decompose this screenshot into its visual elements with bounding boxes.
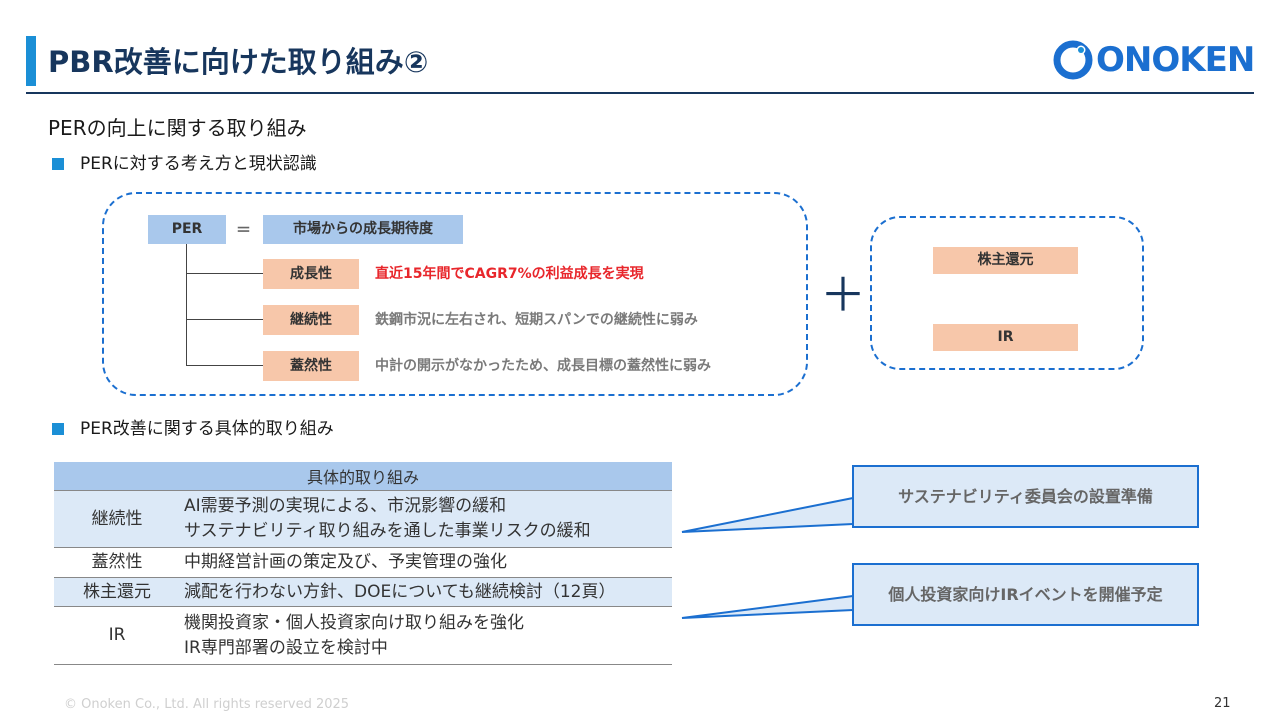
bullet-square-icon: [52, 423, 64, 435]
factor-label-probability: 蓋然性: [263, 351, 359, 381]
row-category: IR: [54, 606, 180, 665]
factor-text-probability: 中計の開示がなかったため、成長目標の蓋然性に弱み: [375, 358, 711, 374]
row-line: サステナビリティ取り組みを通した事業リスクの緩和: [184, 521, 591, 541]
bullet-square-icon: [52, 158, 64, 170]
row-category: 株主還元: [54, 577, 180, 607]
page-number: 21: [1214, 696, 1231, 711]
table-row: 継続性 AI需要予測の実現による、市況影響の緩和 サステナビリティ取り組みを通し…: [54, 490, 672, 548]
company-logo: ONOKEN: [1052, 38, 1255, 82]
tree-trunk-line: [186, 244, 187, 365]
row-description: 機関投資家・個人投資家向け取り組みを強化 IR専門部署の設立を検討中: [180, 606, 672, 665]
callout-ir-event: 個人投資家向けIRイベントを開催予定: [852, 563, 1199, 626]
header-divider: [26, 92, 1254, 94]
row-line: IR専門部署の設立を検討中: [184, 637, 388, 658]
row-line: 機関投資家・個人投資家向け取り組みを強化: [184, 612, 524, 633]
table-row: 株主還元 減配を行わない方針、DOEについても継続検討（12頁）: [54, 577, 672, 607]
logo-wordmark: ONOKEN: [1096, 40, 1255, 80]
tree-branch-growth: [186, 273, 263, 274]
row-description: AI需要予測の実現による、市況影響の緩和 サステナビリティ取り組みを通した事業リ…: [180, 490, 672, 548]
callout-pointer-1: [681, 497, 854, 533]
row-line: AI需要予測の実現による、市況影響の緩和: [184, 496, 507, 516]
initiatives-table: 具体的取り組み 継続性 AI需要予測の実現による、市況影響の緩和 サステナビリテ…: [54, 462, 672, 665]
factor-label-continuity: 継続性: [263, 305, 359, 335]
title-accent-bar: [26, 36, 36, 86]
copyright-text: © Onoken Co., Ltd. All rights reserved 2…: [64, 697, 350, 712]
logo-mark-icon: [1053, 40, 1093, 80]
factor-text-continuity: 鉄鋼市況に左右され、短期スパンでの継続性に弱み: [375, 312, 698, 328]
section1-heading: PERに対する考え方と現状認識: [80, 154, 317, 174]
row-description: 減配を行わない方針、DOEについても継続検討（12頁）: [180, 577, 672, 607]
table-header: 具体的取り組み: [54, 462, 672, 491]
row-category: 蓋然性: [54, 547, 180, 578]
per-label-box: PER: [148, 215, 226, 244]
additional-factors-box: [870, 216, 1144, 370]
table-header-row: 具体的取り組み: [54, 462, 672, 491]
section2-heading: PER改善に関する具体的取り組み: [80, 419, 334, 439]
row-description: 中期経営計画の策定及び、予実管理の強化: [180, 547, 672, 578]
page-title: PBR改善に向けた取り組み②: [48, 45, 429, 79]
row-category: 継続性: [54, 490, 180, 548]
section-subtitle: PERの向上に関する取り組み: [48, 116, 307, 140]
factor-text-growth: 直近15年間でCAGR7%の利益成長を実現: [375, 266, 644, 282]
tree-branch-continuity: [186, 319, 263, 320]
callout-pointer-2: [681, 595, 854, 619]
table-row: 蓋然性 中期経営計画の策定及び、予実管理の強化: [54, 547, 672, 578]
ir-box: IR: [933, 324, 1078, 351]
market-expectation-box: 市場からの成長期待度: [263, 215, 463, 244]
callout-sustainability: サステナビリティ委員会の設置準備: [852, 465, 1199, 528]
shareholder-return-box: 株主還元: [933, 247, 1078, 274]
equals-sign: ＝: [236, 221, 252, 239]
per-concept-box: [102, 192, 808, 396]
table-row: IR 機関投資家・個人投資家向け取り組みを強化 IR専門部署の設立を検討中: [54, 606, 672, 665]
tree-branch-probability: [186, 365, 263, 366]
factor-label-growth: 成長性: [263, 259, 359, 289]
plus-sign: ＋: [820, 268, 866, 322]
